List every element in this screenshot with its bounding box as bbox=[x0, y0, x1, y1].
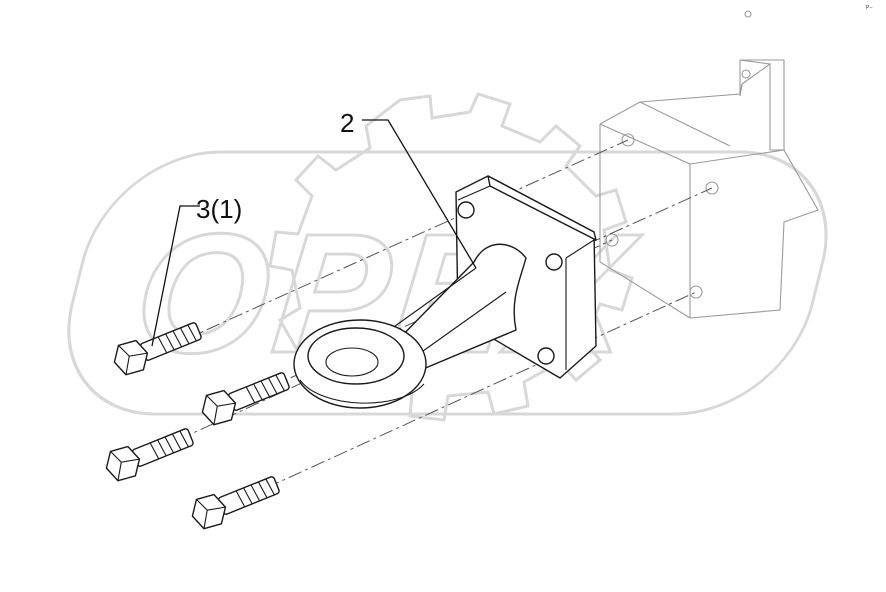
mounting-bracket bbox=[599, 10, 819, 319]
leader-part-2 bbox=[362, 119, 477, 269]
bolt-3 bbox=[105, 428, 194, 482]
callout-leaders bbox=[151, 119, 477, 347]
corner-tag: P-- bbox=[866, 5, 873, 11]
bolt-2 bbox=[201, 372, 290, 426]
bolt-4 bbox=[191, 476, 280, 530]
towing-eye bbox=[293, 175, 597, 409]
callout-label-3: 3(1) bbox=[196, 194, 242, 224]
watermark-gear-icon bbox=[268, 92, 634, 422]
leader-part-3 bbox=[151, 205, 200, 347]
watermark-badge bbox=[67, 150, 828, 416]
watermark-logo: OPEX bbox=[67, 92, 828, 422]
bolt-1 bbox=[113, 322, 202, 376]
callout-label-2: 2 bbox=[340, 108, 354, 138]
